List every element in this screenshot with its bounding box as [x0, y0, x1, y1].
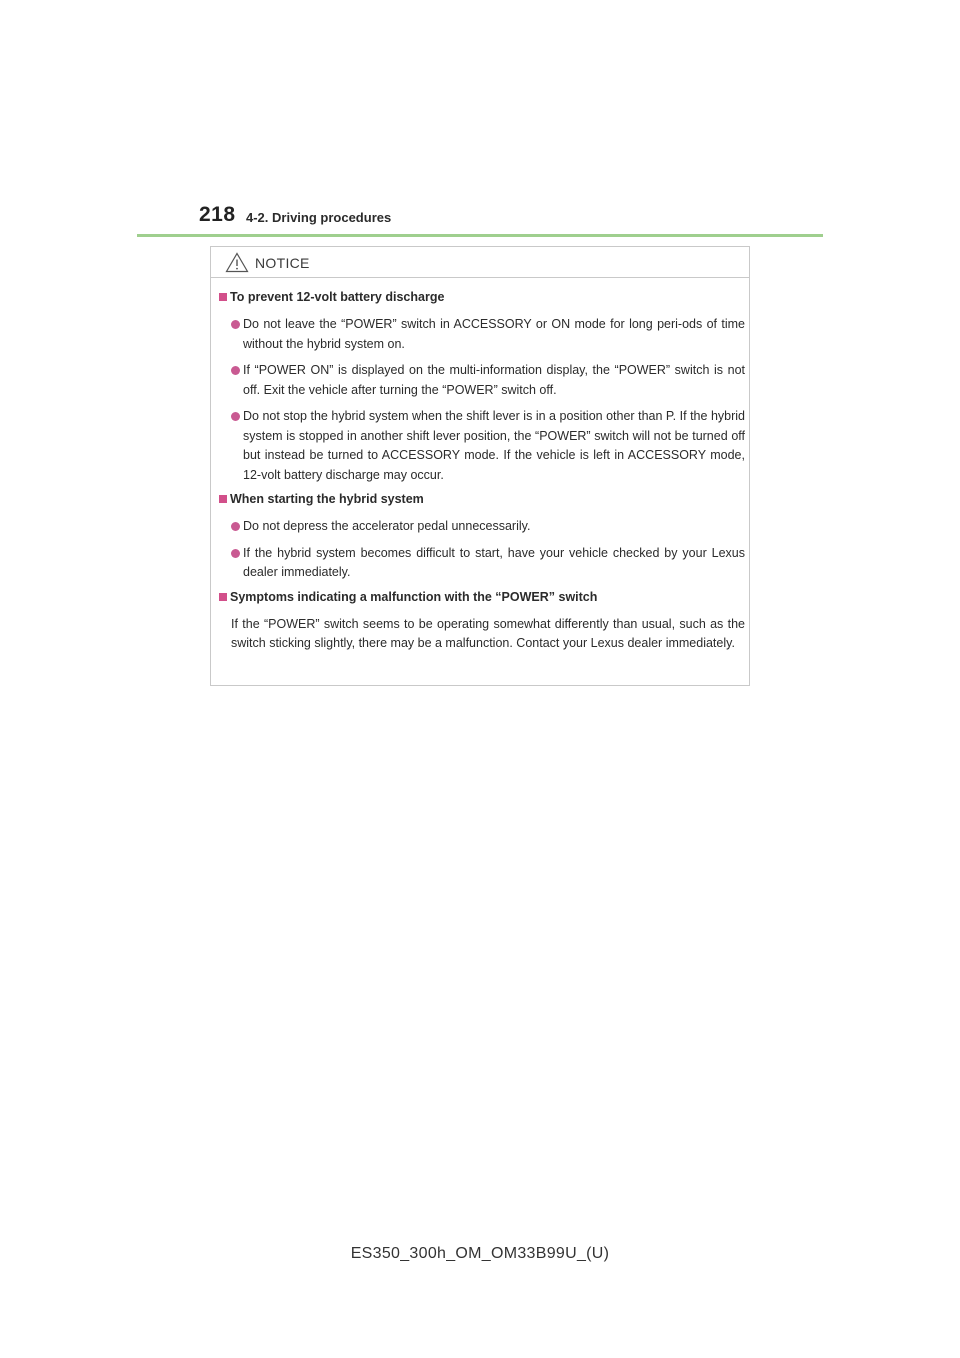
page-header: 218 4-2. Driving procedures	[137, 200, 823, 237]
square-bullet-icon	[219, 495, 227, 503]
page-number: 218	[199, 203, 236, 226]
section-heading-text: When starting the hybrid system	[230, 492, 424, 506]
list-item-text: Do not leave the “POWER” switch in ACCES…	[243, 317, 745, 351]
round-bullet-icon	[231, 522, 240, 531]
list-item: If the hybrid system becomes difficult t…	[219, 544, 745, 583]
list-item-text: If the hybrid system becomes difficult t…	[243, 545, 745, 580]
notice-label: NOTICE	[255, 255, 310, 271]
notice-body: To prevent 12-volt battery discharge Do …	[219, 289, 745, 654]
list-item-text: Do not stop the hybrid system when the s…	[243, 409, 745, 482]
document-code: ES350_300h_OM_OM33B99U_(U)	[350, 1245, 610, 1262]
list-item: Do not depress the accelerator pedal unn…	[219, 517, 745, 537]
round-bullet-icon	[231, 320, 240, 329]
warning-triangle-icon	[225, 252, 249, 273]
paragraph: If the “POWER” switch seems to be operat…	[231, 616, 745, 651]
round-bullet-icon	[231, 412, 240, 421]
round-bullet-icon	[231, 366, 240, 375]
list-item: Do not leave the “POWER” switch in ACCES…	[219, 315, 745, 354]
list-item-text: If “POWER ON” is displayed on the multi-…	[243, 363, 745, 397]
list-item-text: Do not depress the accelerator pedal unn…	[243, 519, 531, 533]
list-item: Do not stop the hybrid system when the s…	[219, 407, 745, 485]
section-heading-text: To prevent 12-volt battery discharge	[230, 290, 445, 304]
square-bullet-icon	[219, 592, 227, 601]
notice-header: NOTICE	[211, 247, 749, 278]
round-bullet-icon	[231, 548, 240, 558]
list-item: If “POWER ON” is displayed on the multi-…	[219, 361, 745, 400]
section-heading: Symptoms indicating a malfunction with t…	[219, 589, 745, 606]
square-bullet-icon	[219, 293, 227, 301]
notice-box: NOTICE To prevent 12-volt battery discha…	[210, 246, 750, 686]
section-heading: To prevent 12-volt battery discharge	[219, 289, 745, 306]
section-title: 4-2. Driving procedures	[246, 210, 392, 225]
section-heading-text: Symptoms indicating a malfunction with t…	[230, 589, 598, 604]
section-heading: When starting the hybrid system	[219, 491, 745, 508]
